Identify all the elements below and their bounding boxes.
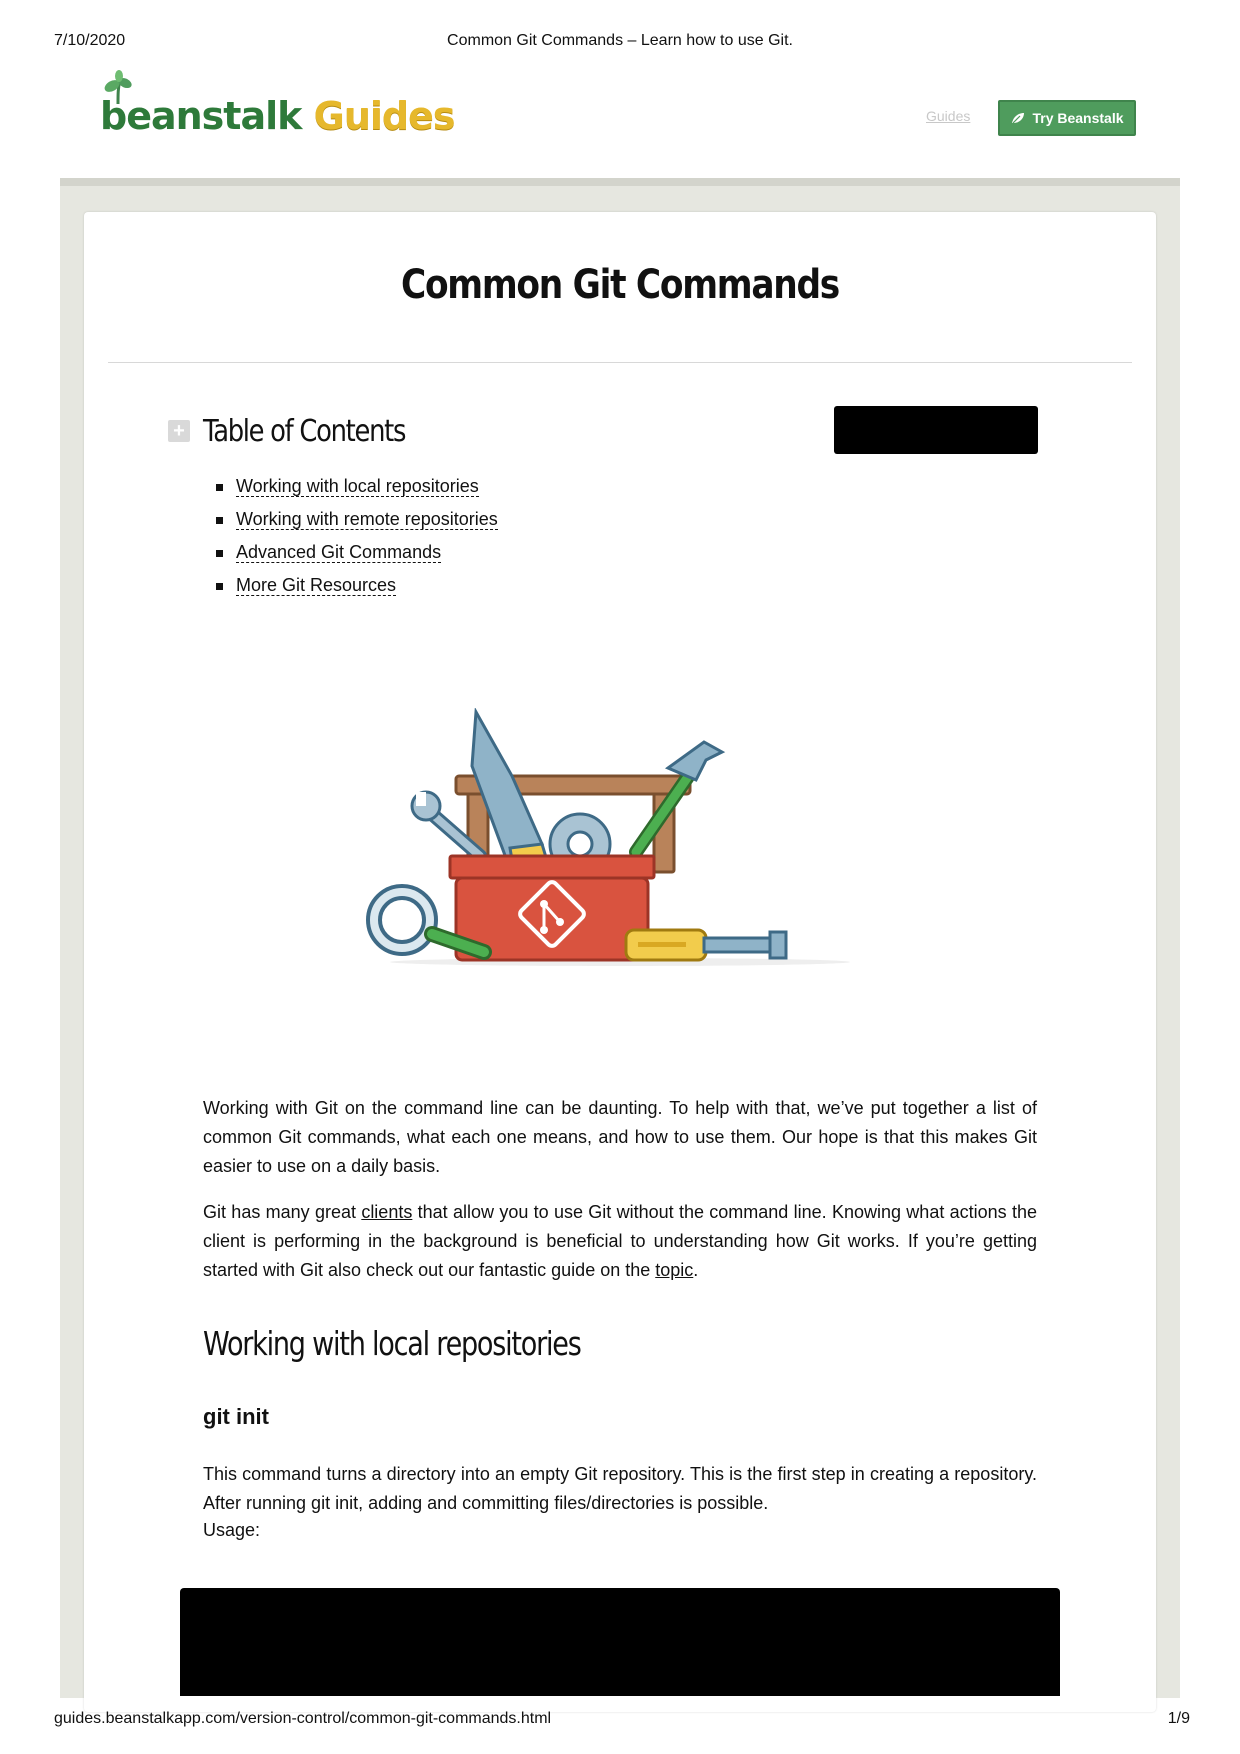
try-beanstalk-label: Try Beanstalk — [1032, 110, 1124, 126]
usage-label: Usage: — [203, 1520, 261, 1540]
leaf-icon — [104, 70, 132, 105]
print-page-title: Common Git Commands – Learn how to use G… — [447, 32, 793, 49]
command-description: This command turns a directory into an e… — [203, 1464, 1037, 1513]
toc-link-local[interactable]: Working with local repositories — [236, 476, 479, 497]
toc-list: Working with local repositories Working … — [216, 474, 498, 606]
intro-paragraph: Working with Git on the command line can… — [203, 1098, 1037, 1176]
page-title: Common Git Commands — [401, 262, 840, 308]
logo-wordmark: beanstalk Guides — [100, 94, 456, 138]
toc-item: Working with remote repositories — [216, 507, 498, 540]
toc-expand-icon[interactable]: + — [168, 420, 190, 442]
print-url: guides.beanstalkapp.com/version-control/… — [54, 1710, 552, 1727]
git-toolbox-illustration — [366, 708, 850, 966]
command-heading-git-init: git init — [203, 1404, 269, 1429]
print-header: 7/10/2020 Common Git Commands – Learn ho… — [0, 28, 1240, 54]
clients-paragraph: Git has many great clients that allow yo… — [203, 1202, 1037, 1280]
code-block-redacted — [180, 1588, 1060, 1696]
toc-heading: Table of Contents — [203, 414, 406, 449]
toc-link-advanced[interactable]: Advanced Git Commands — [236, 542, 442, 563]
site-header: beanstalk Guides Guides Try Beanstalk — [60, 60, 1180, 180]
beanstalk-guides-logo[interactable]: beanstalk Guides — [90, 70, 456, 152]
print-page-number: 1/9 — [1167, 1710, 1190, 1727]
toc-item: Advanced Git Commands — [216, 540, 498, 573]
topic-link[interactable]: topic — [655, 1260, 694, 1280]
try-beanstalk-button[interactable]: Try Beanstalk — [998, 100, 1136, 136]
redacted-block — [834, 406, 1038, 454]
nav-link-guides[interactable]: Guides — [926, 108, 971, 124]
section-heading-local-repositories: Working with local repositories — [203, 1324, 582, 1363]
print-date: 7/10/2020 — [54, 32, 126, 49]
leaf-icon — [1012, 113, 1025, 124]
title-divider — [108, 362, 1132, 363]
toc-link-remote[interactable]: Working with remote repositories — [236, 509, 498, 530]
toc-item: Working with local repositories — [216, 474, 498, 507]
toc-item: More Git Resources — [216, 573, 498, 606]
toc-link-resources[interactable]: More Git Resources — [236, 575, 397, 596]
clients-link[interactable]: clients — [361, 1202, 413, 1222]
